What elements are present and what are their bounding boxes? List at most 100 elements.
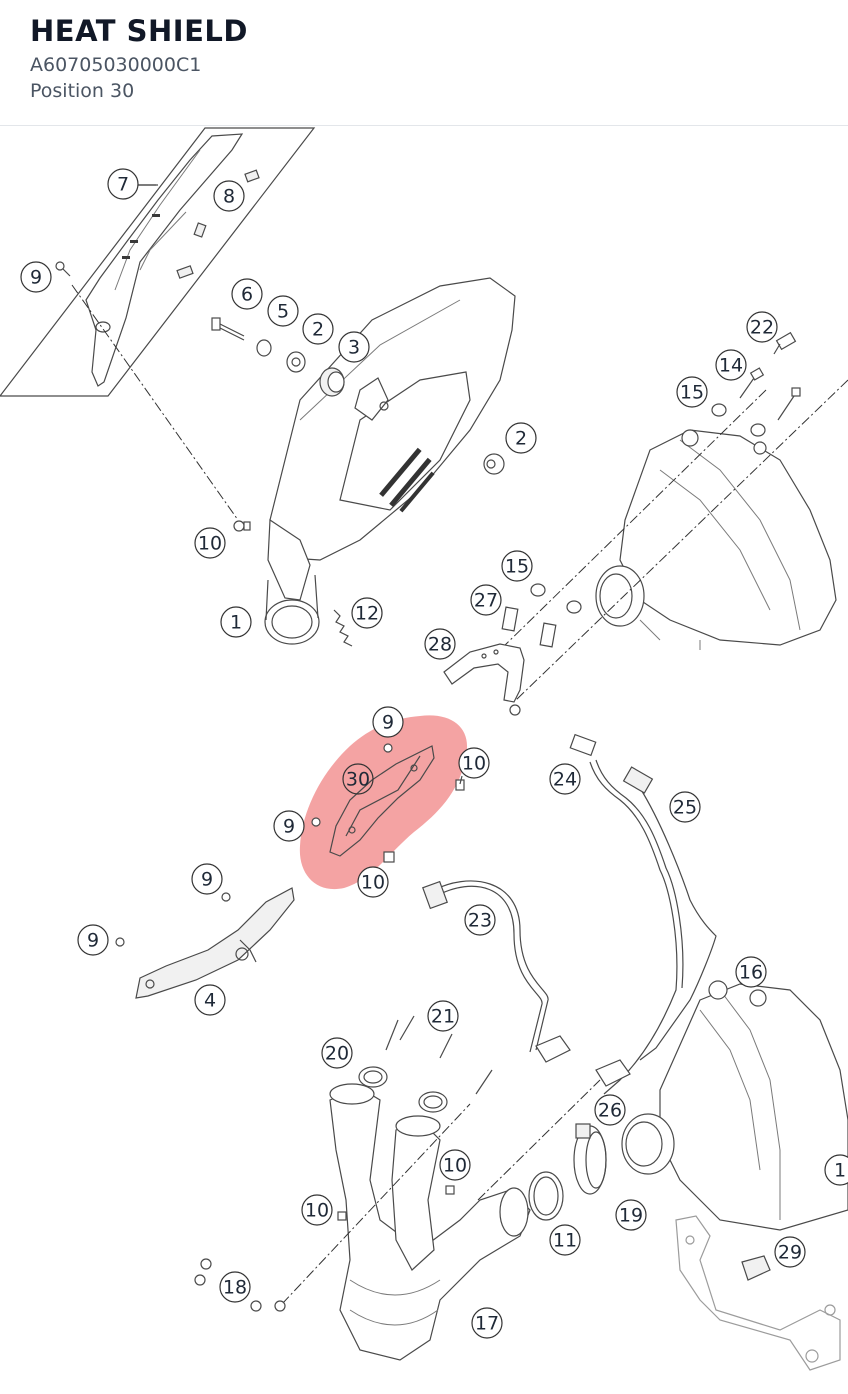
callout-25[interactable]: 25	[669, 791, 701, 823]
callout-circle	[471, 1307, 503, 1339]
callout-circle	[615, 1199, 647, 1231]
callout-14[interactable]: 14	[715, 349, 747, 381]
screws-10-lower	[337, 1185, 455, 1221]
callout-4[interactable]: 4	[194, 984, 226, 1016]
callout-11[interactable]: 11	[549, 1224, 581, 1256]
callout-5[interactable]: 5	[267, 295, 299, 327]
spring-12	[333, 609, 353, 647]
heat-shield-4	[135, 887, 295, 999]
callout-23[interactable]: 23	[464, 904, 496, 936]
callout-label: 10	[198, 533, 222, 555]
callout-circle	[351, 597, 383, 629]
callout-circle	[746, 311, 778, 343]
callout-label: 1	[834, 1160, 846, 1182]
callout-label: 21	[431, 1006, 455, 1028]
part-number: A60705030000C1	[30, 54, 202, 76]
callout-circle	[676, 376, 708, 408]
callout-label: 26	[598, 1100, 622, 1122]
callout-circle	[669, 791, 701, 823]
callout-2[interactable]: 2	[302, 313, 334, 345]
callout-10[interactable]: 10	[439, 1149, 471, 1181]
callout-circle	[427, 1000, 459, 1032]
inset-heat-shield-7	[0, 127, 316, 397]
callout-19[interactable]: 19	[615, 1199, 647, 1231]
rubber-2-top	[286, 351, 306, 373]
callout-label: 14	[719, 355, 743, 377]
callout-label: 28	[428, 634, 452, 656]
callout-label: 19	[619, 1205, 643, 1227]
callout-label: 3	[348, 337, 360, 359]
callout-circle	[372, 706, 404, 738]
heat-shield-30[interactable]	[329, 745, 435, 857]
part-header: HEAT SHIELD A60705030000C1 Position 30	[0, 0, 848, 126]
callout-9[interactable]: 9	[372, 706, 404, 738]
gaskets-20	[358, 1066, 448, 1113]
screw-10-muffler	[233, 520, 251, 532]
studs-21	[385, 1015, 493, 1095]
callout-circle	[470, 584, 502, 616]
callout-1[interactable]: 1	[220, 606, 252, 638]
washer-5	[256, 339, 272, 357]
callout-10[interactable]: 10	[301, 1194, 333, 1226]
callout-9[interactable]: 9	[273, 810, 305, 842]
callout-label: 11	[553, 1230, 577, 1252]
callout-label: 6	[241, 284, 253, 306]
callout-12[interactable]: 12	[351, 597, 383, 629]
seal-11	[528, 1171, 564, 1221]
callout-label: 20	[325, 1043, 349, 1065]
callout-circle	[424, 628, 456, 660]
callout-30[interactable]: 30	[342, 763, 374, 795]
callout-circle	[107, 168, 139, 200]
callout-26[interactable]: 26	[594, 1094, 626, 1126]
screw-9-top	[55, 261, 71, 277]
callout-circle	[77, 924, 109, 956]
callout-27[interactable]: 27	[470, 584, 502, 616]
callout-circle	[715, 349, 747, 381]
washer-15-mid	[530, 583, 546, 597]
callout-9[interactable]: 9	[191, 863, 223, 895]
callout-10[interactable]: 10	[458, 747, 490, 779]
callout-label: 23	[468, 910, 492, 932]
callout-label: 9	[382, 712, 394, 734]
callout-17[interactable]: 17	[471, 1307, 503, 1339]
callout-circle	[219, 1271, 251, 1303]
callout-9[interactable]: 9	[20, 261, 52, 293]
part-title: HEAT SHIELD	[30, 14, 248, 48]
callout-8[interactable]: 8	[213, 180, 245, 212]
callout-circle	[231, 278, 263, 310]
callout-9[interactable]: 9	[77, 924, 109, 956]
callout-3[interactable]: 3	[338, 331, 370, 363]
callout-20[interactable]: 20	[321, 1037, 353, 1069]
callout-24[interactable]: 24	[549, 763, 581, 795]
callout-7[interactable]: 7	[107, 168, 139, 200]
selected-part-highlight[interactable]	[299, 715, 468, 890]
callout-15[interactable]: 15	[501, 550, 533, 582]
callout-6[interactable]: 6	[231, 278, 263, 310]
callout-22[interactable]: 22	[746, 311, 778, 343]
screw-9-shield4-a	[221, 892, 231, 902]
callout-28[interactable]: 28	[424, 628, 456, 660]
callout-label: 10	[361, 872, 385, 894]
callout-18[interactable]: 18	[219, 1271, 251, 1303]
callout-circle	[549, 763, 581, 795]
callout-circle	[191, 863, 223, 895]
callout-circle	[213, 180, 245, 212]
callout-16[interactable]: 16	[735, 956, 767, 988]
callout-circle	[20, 261, 52, 293]
nuts-18	[194, 1258, 286, 1312]
callout-label: 10	[462, 753, 486, 775]
callout-circle	[774, 1236, 806, 1268]
callout-1[interactable]: 1	[824, 1154, 848, 1186]
callout-label: 9	[201, 869, 213, 891]
callout-label: 22	[750, 317, 774, 339]
screw-9-shield	[311, 743, 393, 827]
callout-10[interactable]: 10	[357, 866, 389, 898]
callout-2[interactable]: 2	[505, 422, 537, 454]
callout-10[interactable]: 10	[194, 527, 226, 559]
callout-circle	[301, 1194, 333, 1226]
callout-circle	[357, 866, 389, 898]
callout-15[interactable]: 15	[676, 376, 708, 408]
callout-29[interactable]: 29	[774, 1236, 806, 1268]
callout-21[interactable]: 21	[427, 1000, 459, 1032]
